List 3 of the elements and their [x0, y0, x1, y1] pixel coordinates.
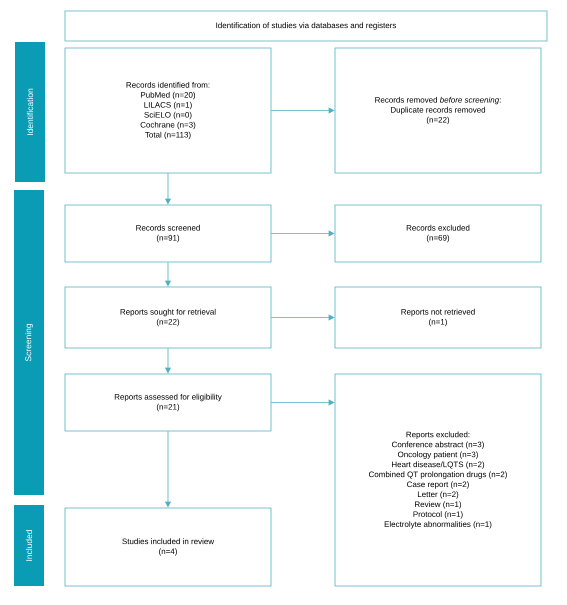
- stage-band: Included: [14, 505, 44, 586]
- stage-band: Screening: [14, 190, 44, 495]
- stage-band: Identification: [15, 42, 45, 182]
